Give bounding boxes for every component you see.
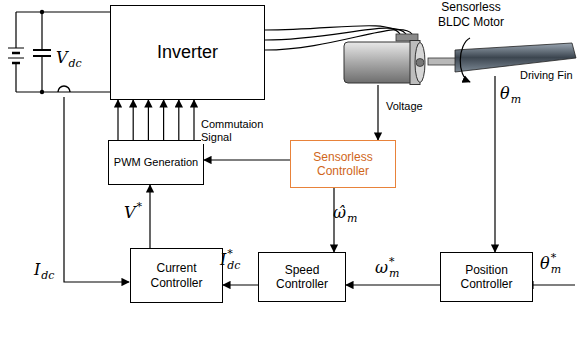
- connector-line: [265, 26, 400, 34]
- signal-symbol: θ: [540, 256, 550, 272]
- box-label: Position Controller: [441, 263, 532, 292]
- signal-symbol: θ: [500, 86, 510, 102]
- signal-symbol: I: [34, 262, 40, 278]
- dc-top-rail: [16, 11, 110, 12]
- connector: [378, 85, 379, 140]
- box-label: Current Controller: [131, 261, 222, 290]
- signal-subscript: m: [551, 264, 561, 275]
- box-label: Inverter: [154, 42, 221, 64]
- connector-line: [265, 28, 406, 40]
- signal-subscript: dc: [227, 260, 240, 271]
- signal-superscript: *: [227, 248, 233, 259]
- capacitor-wire: [41, 12, 42, 92]
- signal-subscript: m: [511, 94, 521, 105]
- current-feedback-wire: [64, 97, 129, 282]
- driving-fin: [455, 43, 576, 72]
- connector-line: [149, 185, 150, 248]
- signal-subscript: m: [347, 213, 357, 224]
- connector: [346, 285, 440, 286]
- signal-subscript: m: [389, 268, 399, 279]
- connector-line: [346, 284, 440, 285]
- box-label: PWM Generation: [111, 156, 201, 169]
- connector: [223, 285, 258, 286]
- inverter-box: Inverter: [110, 5, 265, 100]
- signal-symbol: V: [124, 205, 136, 221]
- signal-superscript: *: [551, 252, 557, 263]
- connector-line: [178, 100, 179, 140]
- signal-subscript: dc: [41, 270, 54, 281]
- connector-line: [377, 85, 378, 140]
- signal-subscript: dc: [69, 58, 82, 69]
- connector-line: [148, 100, 149, 140]
- connector-line: [494, 76, 495, 252]
- motor-body: [340, 40, 430, 85]
- signal-symbol: ω: [375, 260, 388, 276]
- junction-dot: [40, 90, 44, 94]
- dc-bottom-rail: [16, 91, 110, 92]
- connector-line: [223, 284, 258, 285]
- controller-box: Current Controller: [130, 248, 223, 303]
- sensorless-controller-box: Sensorless Controller: [290, 140, 396, 188]
- battery-plate: [12, 53, 20, 63]
- position-reference-arrow: [526, 284, 575, 285]
- edge-label: Commutaion Signal: [201, 118, 276, 144]
- edge-label: Voltage: [386, 100, 423, 113]
- controller-box: Position Controller: [440, 252, 533, 302]
- connector-line: [117, 100, 118, 140]
- capacitor-symbol: [33, 50, 51, 56]
- connector: [118, 100, 194, 140]
- box-label: Speed Controller: [259, 263, 345, 292]
- signal-symbol: V: [56, 50, 68, 66]
- pwm-box: PWM Generation: [108, 140, 204, 185]
- signal-superscript: *: [389, 256, 395, 267]
- motor-connector: [396, 34, 418, 41]
- controller-box: Speed Controller: [258, 252, 346, 302]
- connector-line: [133, 100, 134, 140]
- dc-link-wires: [8, 12, 575, 285]
- signal-symbol: ω̂: [333, 205, 346, 221]
- connector-line: [163, 100, 164, 140]
- motor-node: Sensorless BLDC Motor: [340, 40, 430, 85]
- motor-title: Sensorless BLDC Motor: [430, 0, 512, 30]
- box-label: Sensorless Controller: [291, 150, 395, 179]
- current-sensor: [58, 86, 70, 92]
- signal-superscript: *: [137, 201, 143, 212]
- connector-line: [193, 100, 194, 140]
- motor-shaft: [428, 58, 456, 65]
- connector-line: [204, 159, 290, 160]
- connector: [204, 160, 290, 161]
- part-label: Driving Fin: [520, 70, 573, 81]
- junction-dot: [40, 10, 44, 14]
- connector: [495, 76, 496, 252]
- signal-symbol: I: [220, 252, 226, 268]
- rotation-arrow: [460, 38, 470, 82]
- connector: [150, 185, 151, 248]
